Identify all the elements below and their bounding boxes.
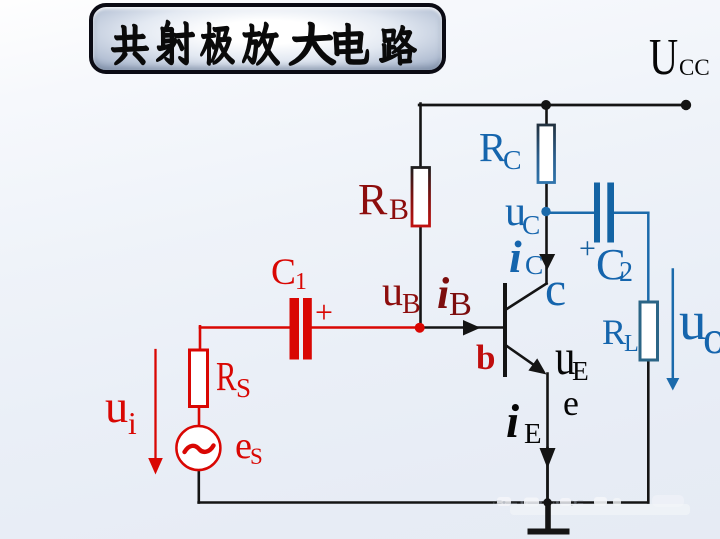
svg-text:·=•— •·—•= ·•—:•=: ·=•— •·—•= ·•—:•= (492, 497, 584, 509)
